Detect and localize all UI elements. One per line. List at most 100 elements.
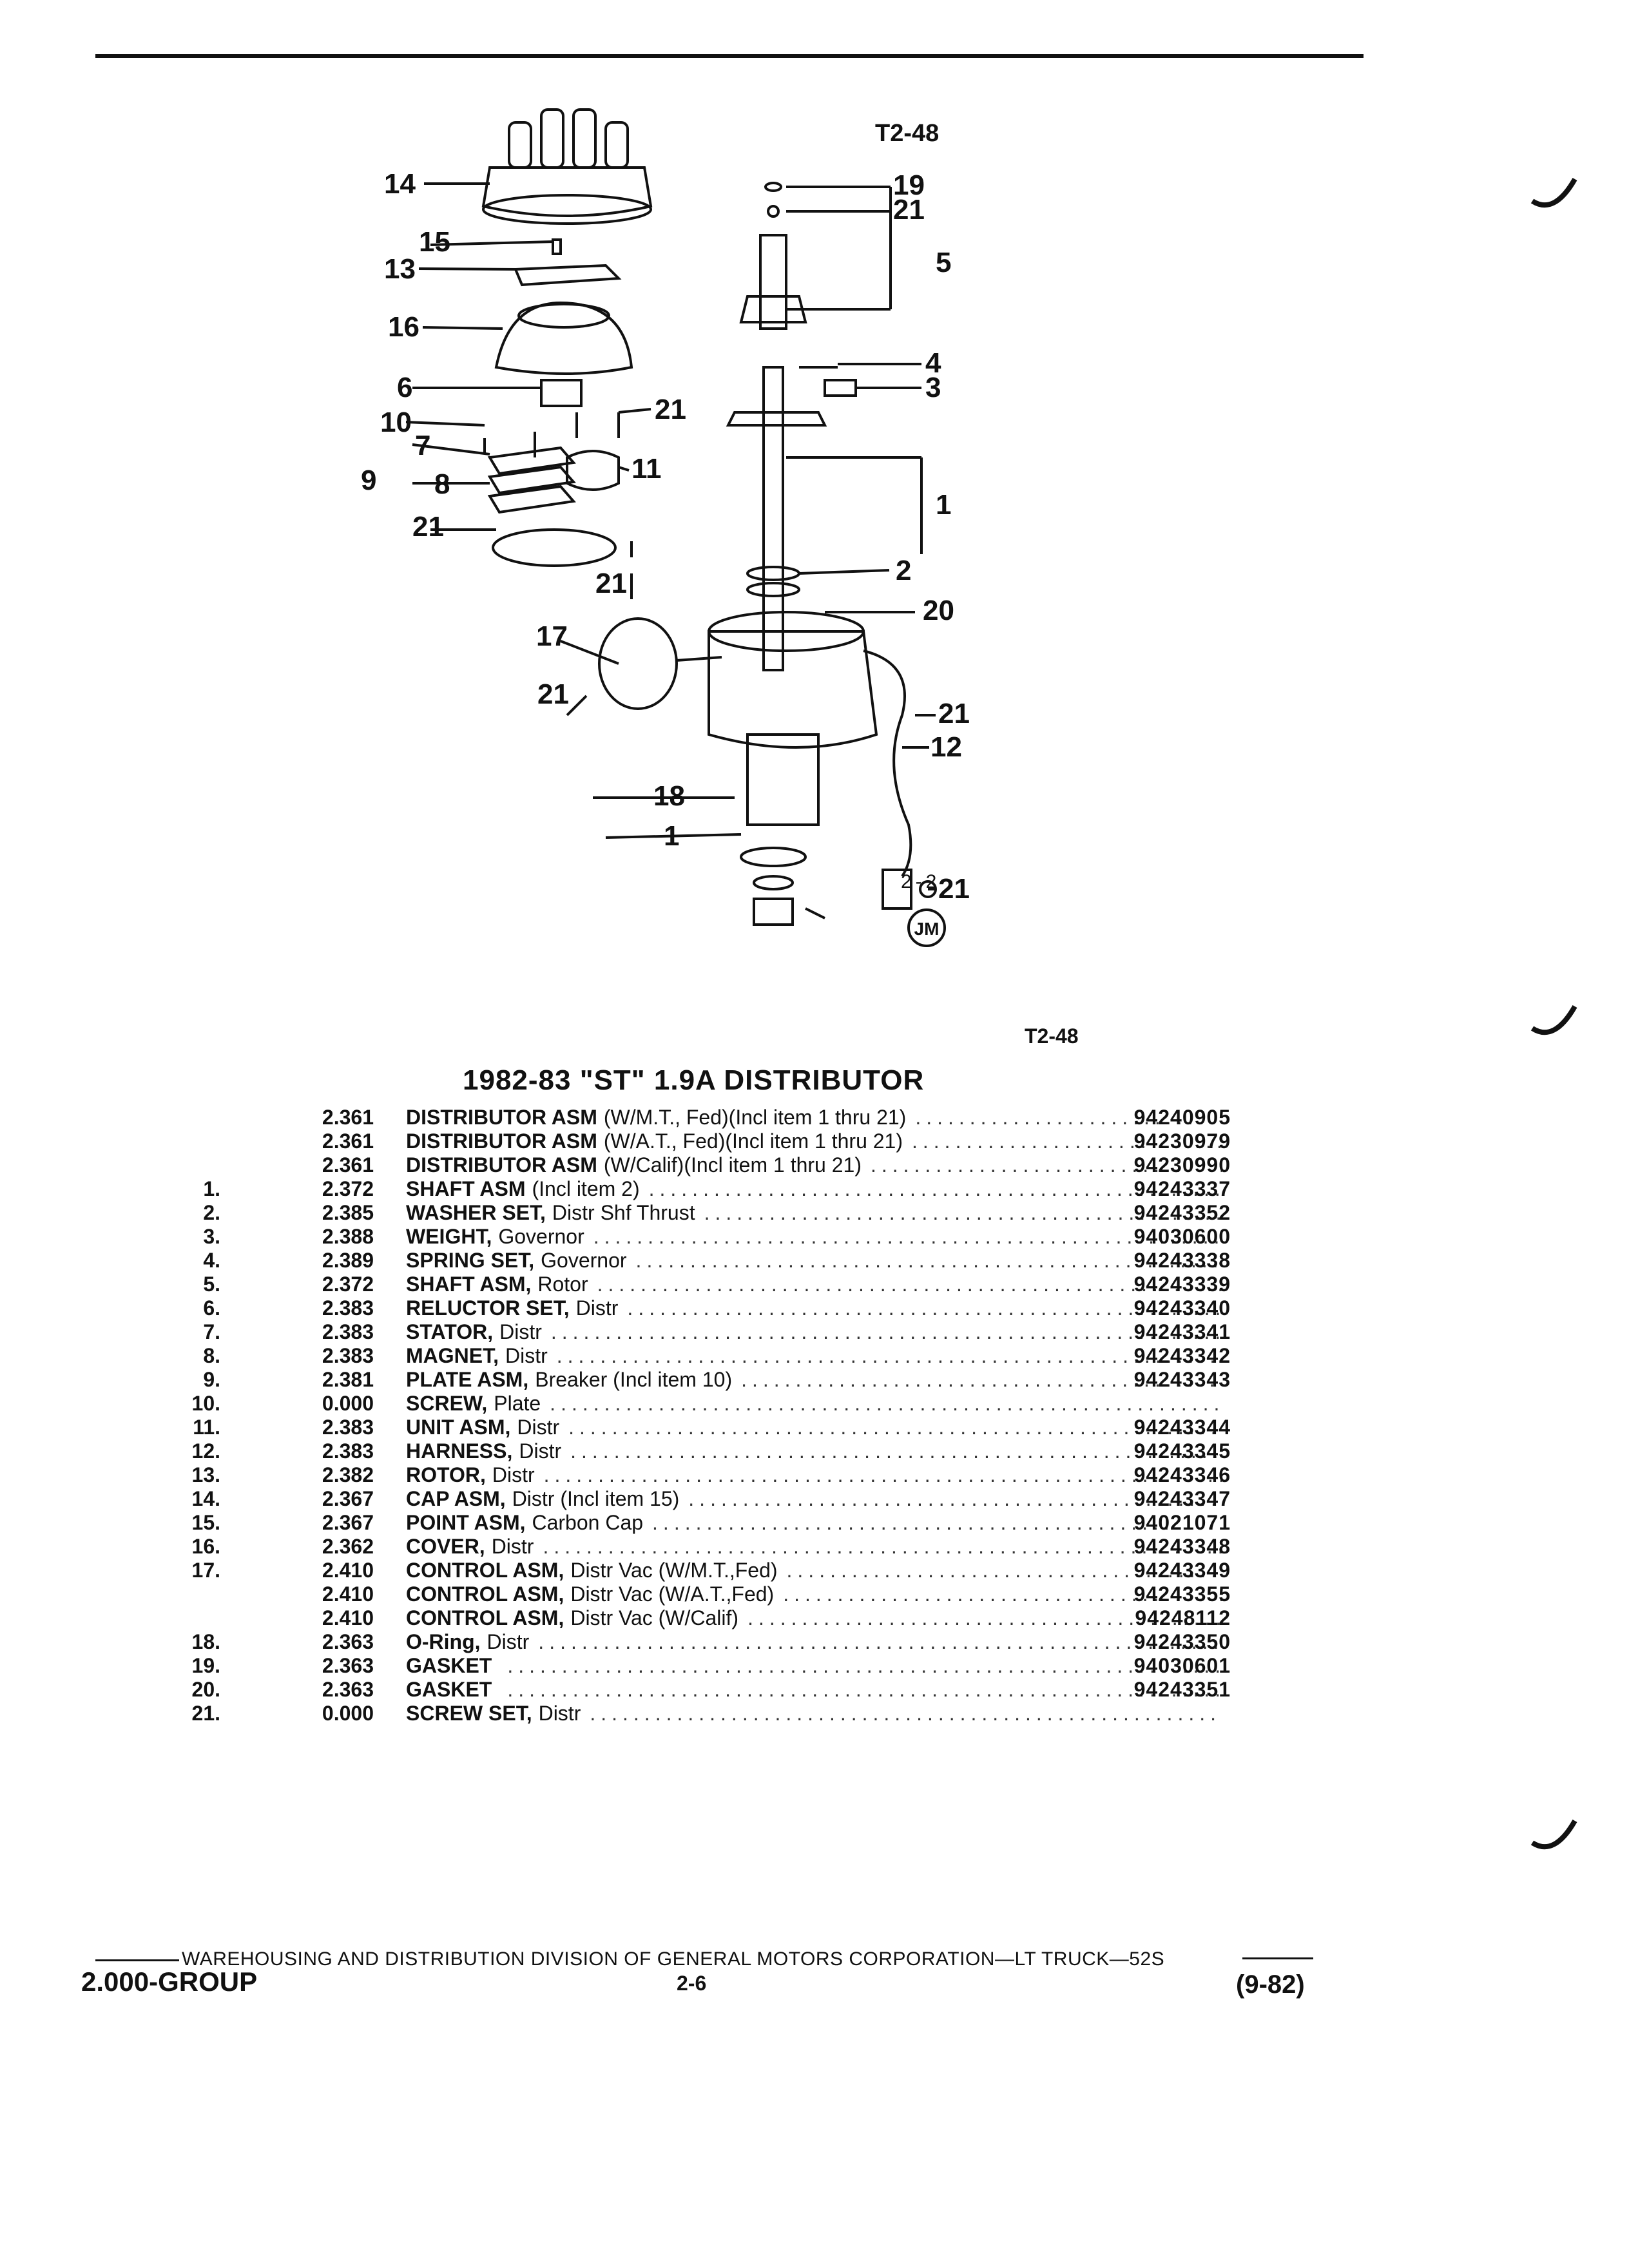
part-detail: Distr (538, 1702, 581, 1725)
part-name: POINT ASM, (406, 1511, 526, 1534)
part-description: DISTRIBUTOR ASM(W/Calif)(Incl item 1 thr… (406, 1153, 1231, 1177)
check-mark-icon (1530, 1005, 1577, 1035)
part-name: HARNESS, (406, 1439, 513, 1463)
part-detail: Distr (517, 1416, 560, 1439)
part-detail: Distr Vac (W/M.T.,Fed) (570, 1559, 778, 1582)
item-number: 14. (191, 1487, 220, 1510)
date-code: (9-82) (1236, 1970, 1305, 1999)
part-description: CAP ASM,Distr (Incl item 15) (406, 1487, 1231, 1511)
part-description: STATOR,Distr (406, 1320, 1231, 1344)
group-number: 2.372 (322, 1273, 374, 1296)
callout-21-c: 21 (595, 568, 627, 599)
callout-21-b: 21 (655, 394, 686, 425)
part-name: GASKET (406, 1654, 492, 1677)
callout-4: 4 (925, 347, 941, 379)
item-number: 16. (191, 1535, 220, 1558)
callout-21-e: 21 (893, 194, 925, 226)
part-name: CONTROL ASM, (406, 1606, 564, 1629)
part-number: 94243343 (1133, 1368, 1231, 1391)
part-description: CONTROL ASM, Distr Vac (W/M.T.,Fed) (406, 1559, 1231, 1582)
part-description: GASKET (406, 1678, 1231, 1702)
table-row: 10. 0.000 SCREW,Plate (174, 1392, 1231, 1416)
part-detail: Distr (492, 1463, 535, 1486)
part-description: COVER,Distr (406, 1535, 1231, 1559)
group-number: 2.383 (322, 1439, 374, 1463)
item-number: 18. (191, 1630, 220, 1653)
item-number: 17. (191, 1559, 220, 1582)
svg-text:JM: JM (914, 919, 940, 939)
part-number: 94243349 (1133, 1559, 1231, 1582)
part-number: 94248112 (1135, 1606, 1231, 1629)
part-number: 94240905 (1133, 1106, 1231, 1129)
group-number: 0.000 (322, 1702, 374, 1725)
part-name: GASKET (406, 1678, 492, 1701)
part-description: UNIT ASM,Distr (406, 1416, 1231, 1439)
part-detail: Rotor (537, 1273, 588, 1296)
table-row: 17. 2.410 CONTROL ASM, Distr Vac (W/M.T.,Fe… (174, 1559, 1231, 1582)
group-number: 2.388 (322, 1225, 374, 1248)
group-number: 2.410 (322, 1559, 374, 1582)
group-number: 2.381 (322, 1368, 374, 1391)
callout-11: 11 (631, 453, 662, 485)
top-rule (95, 54, 1364, 58)
part-name: DISTRIBUTOR ASM (406, 1129, 597, 1153)
part-name: CONTROL ASM, (406, 1559, 564, 1582)
item-number: 5. (203, 1273, 220, 1296)
group-number: 2.383 (322, 1320, 374, 1343)
part-name: DISTRIBUTOR ASM (406, 1153, 597, 1177)
part-description: PLATE ASM,Breaker (Incl item 10) (406, 1368, 1231, 1392)
callout-12: 12 (930, 731, 962, 763)
part-description: CONTROL ASM,Distr Vac (W/A.T.,Fed) (406, 1582, 1231, 1606)
callout-21-a: 21 (412, 511, 444, 543)
item-number: 2. (203, 1201, 220, 1224)
part-name: RELUCTOR SET, (406, 1296, 570, 1320)
group-number: 2.383 (322, 1416, 374, 1439)
group-number: 2.363 (322, 1654, 374, 1677)
part-name: STATOR, (406, 1320, 494, 1343)
part-number: 94243341 (1133, 1320, 1231, 1343)
item-number: 15. (191, 1511, 220, 1534)
part-detail: (Incl item 2) (532, 1177, 640, 1200)
item-number: 8. (203, 1344, 220, 1367)
part-name: COVER, (406, 1535, 485, 1558)
part-number: 94243338 (1133, 1249, 1231, 1272)
part-number: 94243355 (1133, 1582, 1231, 1606)
leader-dots (550, 1392, 1222, 1416)
group-number: 0.000 (322, 1392, 374, 1415)
part-description: WEIGHT,Governor (406, 1225, 1231, 1249)
item-number: 11. (193, 1416, 220, 1439)
group-number: 2.382 (322, 1463, 374, 1486)
figure-ref-below: T2-48 (1025, 1024, 1079, 1048)
part-detail: Governor (498, 1225, 584, 1248)
part-name: SHAFT ASM (406, 1177, 526, 1200)
check-mark-icon (1530, 1820, 1577, 1850)
group-number: 2.361 (322, 1153, 374, 1177)
callout-16: 16 (388, 311, 419, 343)
part-description: O-Ring,Distr (406, 1630, 1231, 1654)
part-description: SHAFT ASM (Incl item 2) (406, 1177, 1231, 1201)
group-number: 2.363 (322, 1630, 374, 1653)
distributor-exploded-diagram: 14 15 13 16 6 10 7 9 8 21 21 21 17 21 18… (348, 97, 1018, 966)
check-mark-icon (1530, 178, 1577, 208)
table-row: 20.2.363GASKET94243351 (174, 1678, 1231, 1702)
callout-21-f: 21 (938, 698, 970, 729)
part-name: O-Ring, (406, 1630, 481, 1653)
group-number: 2.367 (322, 1511, 374, 1534)
part-detail: Distr (505, 1344, 548, 1367)
part-detail: Carbon Cap (532, 1511, 644, 1534)
item-number: 10. (191, 1392, 220, 1415)
part-number: 94243337 (1133, 1177, 1231, 1200)
part-description: SCREW,Plate (406, 1392, 1231, 1416)
group-number: 2.389 (322, 1249, 374, 1272)
part-number: 94243339 (1133, 1273, 1231, 1296)
group-number: 2.383 (322, 1344, 374, 1367)
